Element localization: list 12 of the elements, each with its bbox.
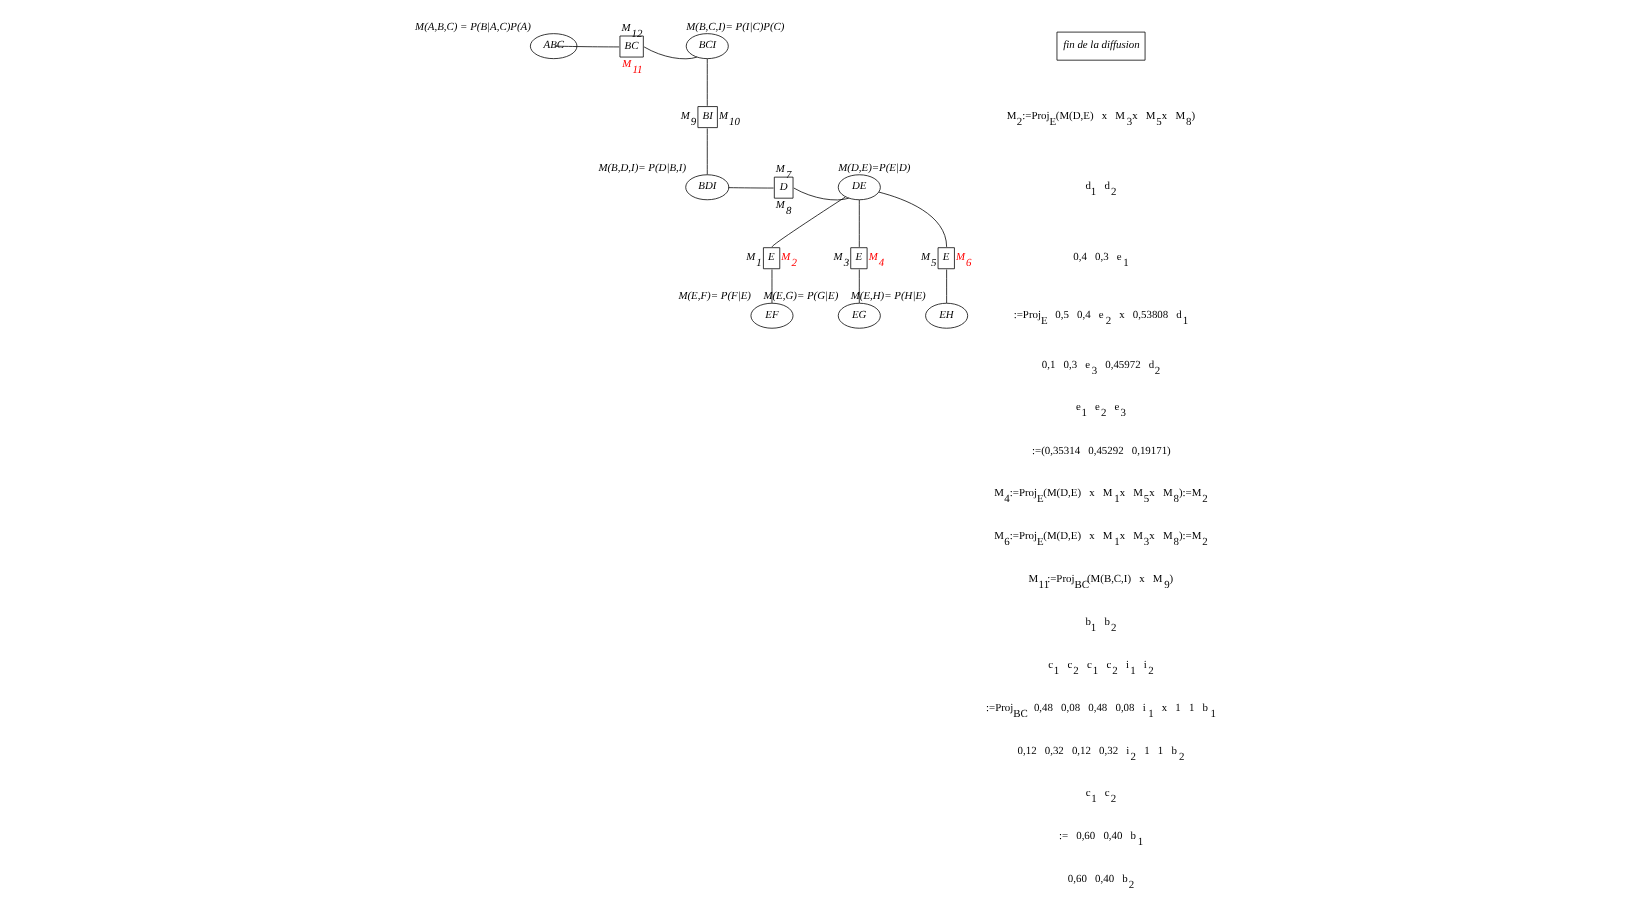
connector — [945, 269, 946, 304]
connector — [770, 196, 845, 248]
connector — [857, 199, 859, 248]
connector — [770, 269, 772, 304]
connector — [727, 187, 773, 189]
connector — [642, 46, 697, 60]
connector — [705, 128, 707, 175]
connector — [792, 187, 849, 201]
connector — [877, 191, 946, 248]
connector — [705, 58, 707, 107]
connector — [857, 269, 859, 304]
connector — [553, 45, 619, 48]
